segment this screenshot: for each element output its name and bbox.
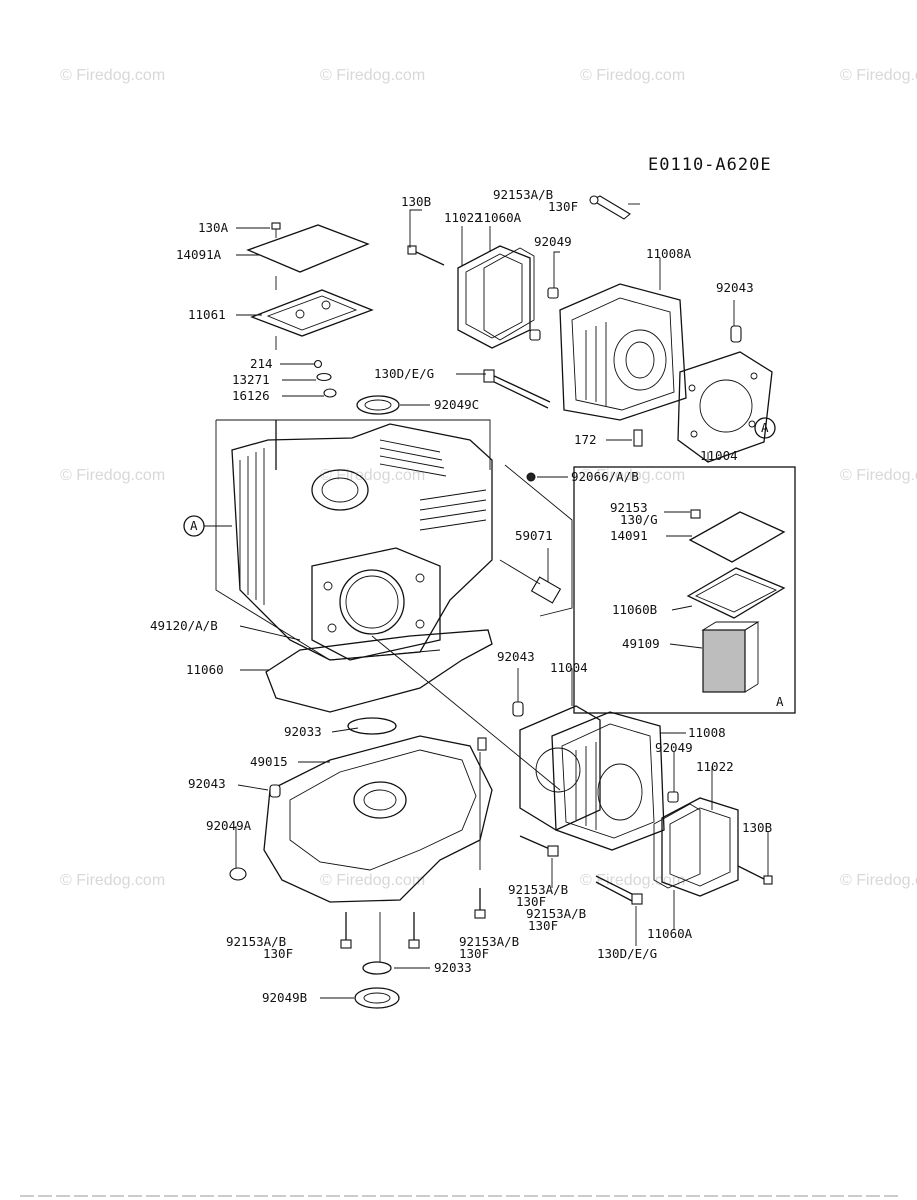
- label-59071: 59071: [515, 528, 553, 543]
- rocker-cover-11022: [457, 245, 531, 349]
- label-14091a: 14091A: [176, 247, 222, 262]
- label-92049-top: 92049: [534, 234, 572, 249]
- label-130b-right: 130B: [742, 820, 772, 835]
- breather-cover: [246, 224, 370, 273]
- label-11004-mid: 11004: [550, 660, 588, 675]
- label-11022-mid: 11022: [696, 759, 734, 774]
- watermark-11: © Firedog.com: [580, 872, 685, 889]
- label-130b-top: 130B: [401, 194, 431, 209]
- label-92049-mid: 92049: [655, 740, 693, 755]
- ref-a-1: A: [761, 420, 769, 435]
- watermark-9: © Firedog.com: [60, 872, 165, 889]
- label-16126: 16126: [232, 388, 270, 403]
- label-130f-top: 130F: [548, 199, 578, 214]
- detail-box-a-label: A: [776, 694, 784, 709]
- label-130f-4: 130F: [459, 946, 489, 961]
- label-92153ab-4: 92153A/B: [459, 934, 519, 949]
- cylinder-head-11008: [551, 711, 665, 851]
- watermark-12: © Firedog.com: [840, 872, 917, 889]
- label-92043-top: 92043: [716, 280, 754, 295]
- label-11004-top: 11004: [700, 448, 738, 463]
- o-ring-92033-bottom: [362, 961, 392, 975]
- label-11060a-top: 11060A: [476, 210, 522, 225]
- watermark-5: © Firedog.com: [60, 467, 165, 484]
- label-130f-3: 130F: [263, 946, 293, 961]
- oil-pan-group: [229, 717, 493, 1009]
- watermark-1: © Firedog.com: [60, 67, 165, 84]
- label-92153ab-1: 92153A/B: [508, 882, 568, 897]
- oil-seal-92049c: [356, 395, 400, 415]
- air-cover-14091: [688, 511, 786, 563]
- breather-plate: [250, 289, 374, 337]
- part-labels: 130A 14091A 11061 214 13271 16126 92049C…: [150, 187, 772, 1005]
- label-92153ab-2: 92153A/B: [526, 906, 586, 921]
- label-11022-top: 11022: [444, 210, 482, 225]
- oil-pan-49015: [263, 735, 493, 903]
- label-214: 214: [250, 356, 273, 371]
- watermark-4: © Firedog.com: [840, 67, 917, 84]
- crankcase-body: [231, 423, 493, 661]
- label-92049b: 92049B: [262, 990, 307, 1005]
- filter-element-49109: [702, 629, 746, 693]
- label-49109: 49109: [622, 636, 660, 651]
- o-ring-92033-top: [347, 717, 397, 735]
- cylinder-head-11008a: [559, 283, 687, 421]
- breather-cover-group: [246, 222, 400, 415]
- label-11061: 11061: [188, 307, 226, 322]
- label-92153ab-3: 92153A/B: [226, 934, 286, 949]
- rocker-cover-11022-lower: [661, 797, 739, 897]
- label-49120ab: 49120/A/B: [150, 618, 218, 633]
- ref-circle-a-1: [754, 417, 776, 439]
- label-13271: 13271: [232, 372, 270, 387]
- watermark-3: © Firedog.com: [580, 67, 685, 84]
- cylinder-head-2-group: [512, 701, 773, 905]
- label-130deg-top: 130D/E/G: [374, 366, 434, 381]
- watermark-8: © Firedog.com: [840, 467, 917, 484]
- watermark-10: © Firedog.com: [320, 872, 425, 889]
- head-gasket-11004: [677, 351, 773, 463]
- label-14091: 14091: [610, 528, 648, 543]
- head-gasket-11004-lower: [519, 705, 601, 831]
- label-92043-mid: 92043: [497, 649, 535, 664]
- watermark-7: © Firedog.com: [580, 467, 685, 484]
- cylinder-head-1-group: A: [407, 195, 776, 463]
- label-92153ab-top: 92153A/B: [493, 187, 553, 202]
- detail-box-frame: [573, 466, 796, 714]
- label-92049c: 92049C: [434, 397, 479, 412]
- cylinder-bore: [339, 569, 405, 635]
- label-92153: 92153: [610, 500, 648, 515]
- label-11060b: 11060B: [612, 602, 657, 617]
- label-130g: 130/G: [620, 512, 658, 527]
- watermarks: © Firedog.com © Firedog.com © Firedog.co…: [60, 67, 917, 889]
- label-130f-2: 130F: [528, 918, 558, 933]
- label-92033-bottom: 92033: [434, 960, 472, 975]
- detail-box-a: A: [573, 466, 796, 714]
- label-49015: 49015: [250, 754, 288, 769]
- leader-lines: [235, 203, 769, 999]
- watermark-6: © Firedog.com: [320, 467, 425, 484]
- ref-a-2: A: [190, 518, 198, 533]
- label-11008: 11008: [688, 725, 726, 740]
- label-92033-top: 92033: [284, 724, 322, 739]
- label-172: 172: [574, 432, 597, 447]
- label-130deg-bottom: 130D/E/G: [597, 946, 657, 961]
- label-92043-left: 92043: [188, 776, 226, 791]
- label-11008a: 11008A: [646, 246, 692, 261]
- label-130a: 130A: [198, 220, 229, 235]
- label-11060: 11060: [186, 662, 224, 677]
- label-92066ab: 92066/A/B: [571, 469, 639, 484]
- gasket-11060b: [686, 567, 786, 619]
- oil-seal-92049b: [354, 987, 400, 1009]
- watermark-2: © Firedog.com: [320, 67, 425, 84]
- crankcase-gasket-11060: [265, 629, 493, 713]
- diagram-code: E0110-A620E: [648, 155, 772, 175]
- crankcase-group: A: [183, 419, 573, 791]
- label-130f-1: 130F: [516, 894, 546, 909]
- label-92049a: 92049A: [206, 818, 252, 833]
- label-11060a-bottom: 11060A: [647, 926, 693, 941]
